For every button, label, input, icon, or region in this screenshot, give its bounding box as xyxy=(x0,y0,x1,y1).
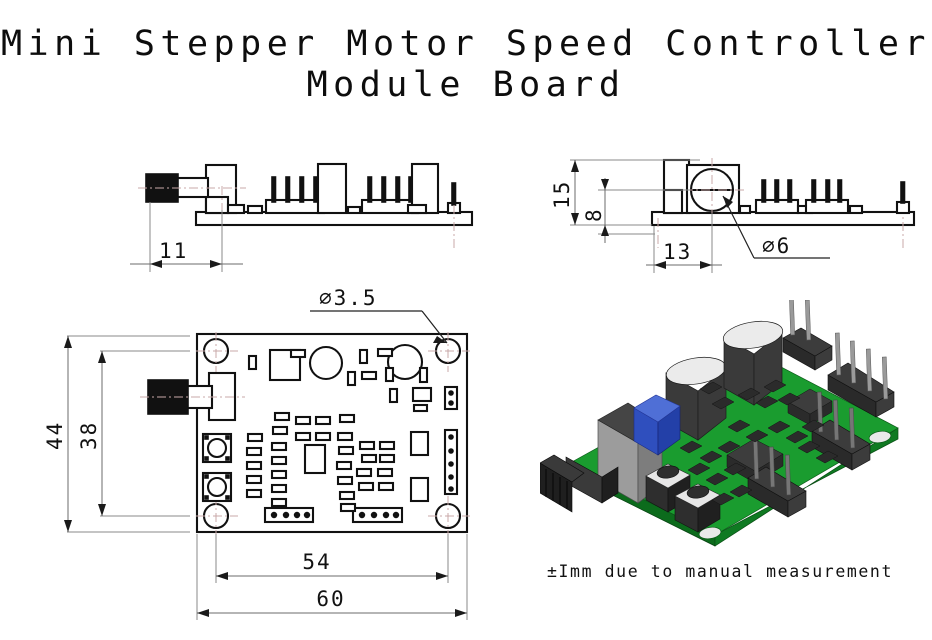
tactile-switch-3d xyxy=(674,483,721,533)
dim-label-dia35: ⌀3.5 xyxy=(319,286,378,310)
view-top-plan: 44 38 54 60 ⌀3.5 xyxy=(43,286,470,620)
pin-header-3d xyxy=(811,391,871,471)
dim-label-8: 8 xyxy=(582,207,606,222)
tactile-switch-3d xyxy=(645,463,691,513)
drawing-title: Mini Stepper Motor Speed Controller Modu… xyxy=(0,24,932,107)
dim-label-38: 38 xyxy=(77,421,101,450)
dim-label-dia6: ⌀6 xyxy=(762,234,791,258)
tolerance-note-text: ±Imm due to manual measurement xyxy=(546,562,893,581)
pin-header-3d xyxy=(747,438,807,518)
title-line-1: Mini Stepper Motor Speed Controller xyxy=(0,24,931,64)
pin-header-3d xyxy=(827,332,895,418)
mount-hole-icon xyxy=(868,430,892,444)
pin-header-3d xyxy=(782,300,833,371)
dim-label-11: 11 xyxy=(159,239,188,263)
view-side-left: 11 xyxy=(130,162,474,272)
dim-label-60: 60 xyxy=(316,587,345,611)
tolerance-note: ±Imm due to manual measurement xyxy=(520,562,920,581)
view-side-right: 15 8 13 ⌀6 xyxy=(550,158,916,273)
blue-trimmer-3d xyxy=(633,394,681,456)
dim-label-15: 15 xyxy=(550,180,574,209)
capacitor-3d xyxy=(722,320,784,406)
potentiometer-3d xyxy=(540,402,663,513)
dim-label-44: 44 xyxy=(43,421,67,450)
dim-label-13: 13 xyxy=(663,240,692,264)
board-3d-render xyxy=(540,300,899,547)
dim-label-54: 54 xyxy=(302,550,331,574)
mount-hole-icon xyxy=(698,526,722,540)
smd-pads-3d xyxy=(679,379,839,506)
title-line-2: Module Board xyxy=(306,65,626,106)
